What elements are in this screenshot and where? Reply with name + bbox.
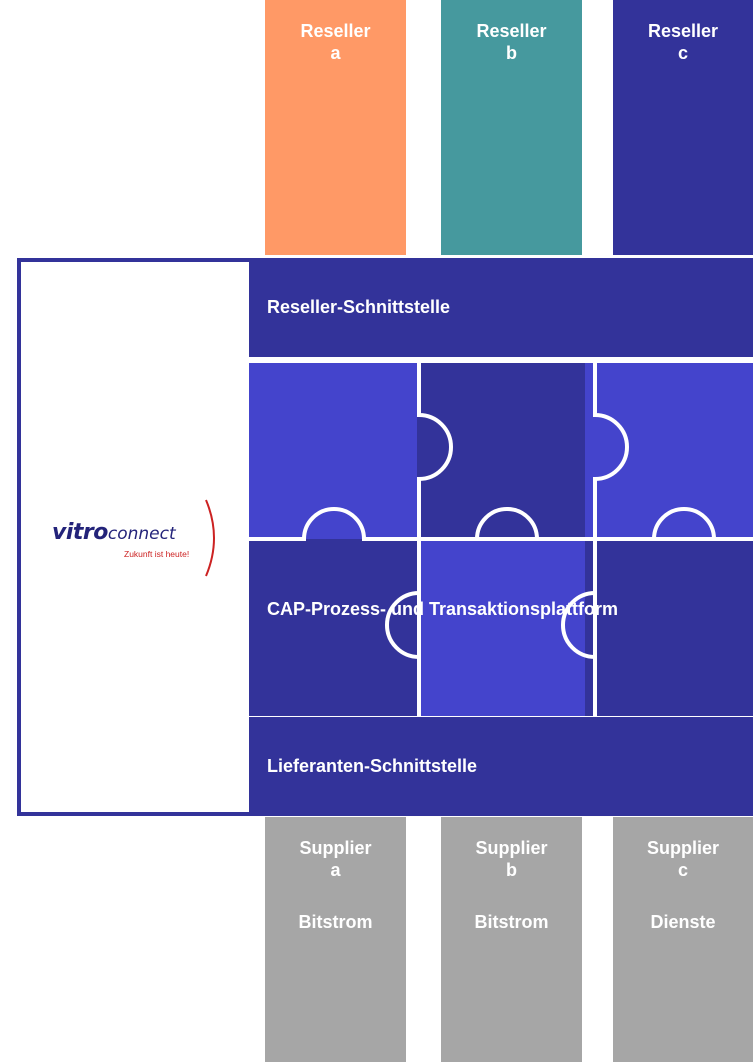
reseller-c-label: Reseller [647, 21, 719, 41]
puzzle-piece-top-left [249, 363, 417, 539]
lieferanten-interface-band: Lieferanten-Schnittstelle [249, 717, 753, 816]
reseller-a-label: Reseller [300, 21, 371, 41]
supplier-c-type: Dienste [650, 912, 716, 932]
supplier-b-box: Supplier b Bitstrom [441, 817, 582, 1062]
puzzle-tab-middle [475, 507, 539, 540]
supplier-b-letter: b [506, 860, 517, 880]
puzzle-piece-top-right [585, 363, 753, 539]
logo-wordmark: vitroconnect [52, 520, 176, 545]
supplier-c-label: Supplier [646, 838, 719, 858]
supplier-a-type: Bitstrom [298, 912, 373, 932]
puzzle-piece-top-middle [417, 363, 585, 539]
logo-arc-icon [205, 499, 215, 577]
logo-tagline: Zukunft ist heute! [124, 549, 190, 559]
supplier-b-type: Bitstrom [474, 912, 549, 932]
logo-brand-bold: vitro [52, 520, 108, 545]
supplier-a-box: Supplier a Bitstrom [265, 817, 406, 1062]
platform-puzzle [249, 363, 753, 716]
logo-brand-light: connect [107, 524, 176, 544]
reseller-a-letter: a [330, 43, 341, 63]
reseller-interface-band: Reseller-Schnittstelle [249, 258, 753, 357]
supplier-c-letter: c [677, 860, 688, 880]
puzzle-seams [249, 363, 753, 716]
puzzle-seam-horizontal [249, 507, 753, 541]
puzzle-piece-bottom-left [249, 539, 417, 716]
puzzle-piece-bottom-middle [417, 539, 585, 716]
reseller-b-box: Reseller b [441, 0, 582, 255]
reseller-c-box: Reseller c [613, 0, 753, 255]
puzzle-notch-right [561, 591, 596, 659]
supplier-a-letter: a [330, 860, 341, 880]
puzzle-piece-bottom-right [585, 539, 753, 716]
puzzle-seam-right [593, 363, 629, 716]
supplier-b-label: Supplier [475, 838, 548, 858]
reseller-a-box: Reseller a [265, 0, 406, 255]
puzzle-tab-right [652, 507, 716, 540]
lieferanten-interface-label: Lieferanten-Schnittstelle [267, 756, 478, 776]
puzzle-seam-left [417, 363, 453, 716]
supplier-c-box: Supplier c Dienste [613, 817, 753, 1062]
reseller-c-letter: c [677, 43, 688, 63]
supplier-a-label: Supplier [299, 838, 372, 858]
vitroconnect-logo: vitroconnect Zukunft ist heute! [50, 498, 230, 578]
puzzle-notch-left [385, 591, 420, 659]
reseller-interface-label: Reseller-Schnittstelle [267, 297, 451, 317]
puzzle-tiles [249, 363, 753, 716]
reseller-b-letter: b [506, 43, 517, 63]
platform-label: CAP-Prozess- und Transaktionsplattform [267, 599, 619, 619]
reseller-b-label: Reseller [476, 21, 547, 41]
